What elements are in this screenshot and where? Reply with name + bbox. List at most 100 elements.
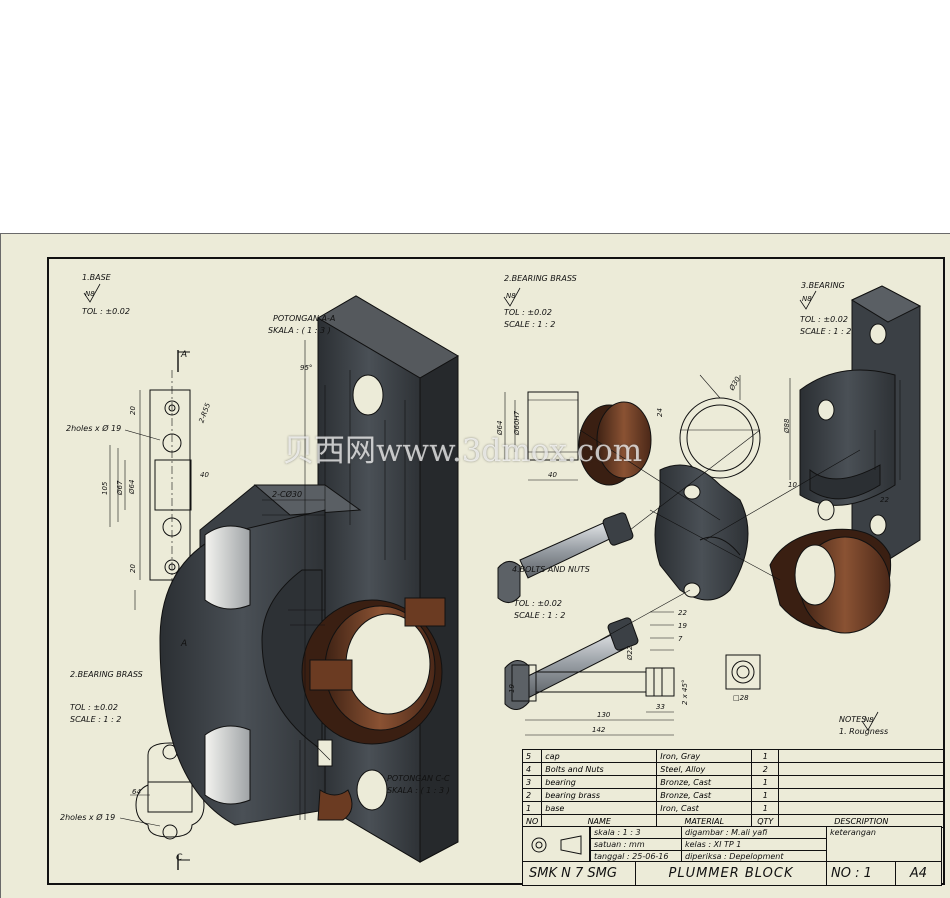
title-kelas: kelas : XI TP 1: [682, 839, 826, 851]
bom-name: bearing: [541, 775, 658, 789]
cut-a-top: A: [180, 350, 187, 360]
bearing-tol: TOL : ±0.02: [800, 315, 848, 324]
bom-desc: [778, 762, 945, 776]
dim-base-64b: 64: [132, 788, 141, 796]
section-aa-title: POTONGAN A-A: [273, 314, 335, 323]
drawing-text: 1.BASE N8 TOL : ±0.02 POTONGAN A-A SKALA…: [60, 273, 889, 863]
cut-c-label: C: [176, 853, 183, 863]
title-school: SMK N 7 SMG: [522, 861, 636, 886]
bolts-iso: [497, 512, 639, 710]
dim-bolt-130: 130: [597, 711, 611, 719]
cap-iso: [654, 464, 749, 601]
bom-material: Iron, Cast: [656, 801, 753, 815]
cut-a-bottom: A: [180, 639, 187, 649]
dim-bolt-19b: 19: [508, 684, 516, 693]
bolts-title: 4.BOLTS AND NUTS: [512, 565, 590, 574]
holes-bottom-label: 2holes x Ø 19: [60, 812, 115, 822]
bolts-tol: TOL : ±0.02: [514, 599, 562, 608]
bom-material: Iron, Gray: [656, 749, 753, 763]
bolts-scale: SCALE : 1 : 2: [514, 611, 565, 620]
bom-header-row: NO NAME MATERIAL QTY DESCRIPTION: [521, 814, 945, 828]
bearing-roughness: N8: [802, 295, 812, 303]
chamfer-label: 2-CØ30: [272, 489, 302, 499]
dim-bearing-22: 22: [880, 496, 889, 504]
bom-row: 3 bearing Bronze, Cast 1: [521, 775, 945, 789]
bom-material: Steel, Alloy: [656, 762, 753, 776]
dim-bolt-d22: Ø22: [626, 645, 634, 661]
bill-of-materials: 5 cap Iron, Gray 1 4 Bolts and Nuts Stee…: [521, 749, 945, 828]
dim-base-20a: 20: [129, 406, 137, 415]
dim-base-20b: 20: [129, 564, 137, 573]
notes-title: NOTES :: [839, 715, 872, 724]
bom-qty: 1: [751, 749, 780, 763]
dim-base-67: Ø67: [116, 480, 124, 496]
base-roughness: N8: [85, 290, 95, 298]
bearing-scale: SCALE : 1 : 2: [800, 327, 851, 336]
bom-no: 4: [521, 762, 543, 776]
assembly-iso: [159, 295, 459, 863]
section-cc-scale: SKALA : ( 1 : 3 ): [387, 786, 450, 795]
bom-material: Bronze, Cast: [656, 788, 753, 802]
bom-qty: 1: [751, 788, 780, 802]
dim-base-64: Ø64: [128, 480, 136, 495]
bom-qty: 1: [751, 801, 780, 815]
dim-bolt-22: 22: [678, 609, 687, 617]
bom-qty: 2: [751, 762, 780, 776]
notes-roughness: N8: [864, 716, 874, 724]
roughness-symbols: [83, 283, 879, 731]
title-digambar: digambar : M.ali yafi: [682, 827, 826, 839]
brass-roughness: N8: [506, 292, 516, 300]
bom-row: 5 cap Iron, Gray 1: [521, 749, 945, 763]
brass-views: [504, 374, 761, 486]
drawing-frame: [47, 257, 945, 885]
bom-desc: [778, 775, 945, 789]
bom-row: 2 bearing brass Bronze, Cast 1: [521, 788, 945, 802]
base-front-view: [109, 350, 192, 645]
brass-left-scale: SCALE : 1 : 2: [70, 715, 121, 724]
leader-lines: [579, 429, 861, 641]
bom-no: 3: [521, 775, 543, 789]
notes-item: 1. Rougness: [839, 727, 888, 736]
dim-bolt-7: 7: [678, 635, 683, 643]
section-aa-scale: SKALA : ( 1 : 3 ): [268, 326, 331, 335]
bearing-iso: [769, 285, 922, 634]
dim-bolt-19: 19: [678, 622, 687, 630]
bom-qty: 1: [751, 775, 780, 789]
brass-tol: TOL : ±0.02: [504, 308, 552, 317]
bom-desc: [778, 788, 945, 802]
title-info-right: digambar : M.ali yafi kelas : XI TP 1 di…: [681, 826, 827, 862]
bom-row: 1 base Iron, Cast 1: [521, 801, 945, 815]
title-diperiksa: diperiksa : Depelopment: [685, 852, 784, 861]
bolt-ortho-view: [511, 611, 761, 736]
title-info-left: skala : 1 : 3 satuan : mm tanggal : 25-0…: [590, 826, 682, 862]
bearing-title: 3.BEARING: [801, 281, 845, 290]
dim-bolt-33: 33: [656, 703, 665, 711]
title-number: NO : 1: [826, 861, 896, 886]
base-tol: TOL : ±0.02: [82, 307, 130, 316]
bom-desc: [778, 801, 945, 815]
watermark: 贝西网www.3dmox.com: [283, 433, 643, 469]
dim-base-r55: 2-R55: [198, 401, 213, 424]
brass-scale: SCALE : 1 : 2: [504, 320, 555, 329]
dim-bearing-10: 10: [788, 481, 797, 489]
bom-name: bearing brass: [541, 788, 658, 802]
brass-left-title: 2.BEARING BRASS: [70, 670, 143, 679]
dim-bolt-chamfer: 2 x 45°: [681, 680, 689, 705]
dim-bolt-142: 142: [592, 726, 606, 734]
bom-name: base: [541, 801, 658, 815]
bom-desc: [778, 749, 945, 763]
bom-no: 1: [521, 801, 543, 815]
title-size: A4: [895, 861, 942, 886]
title-drawing-name: PLUMMER BLOCK: [635, 861, 827, 886]
holes-top-label: 2holes x Ø 19: [66, 423, 121, 433]
section-cc-title: POTONGAN C-C: [387, 774, 450, 783]
title-keterangan: keterangan: [826, 826, 942, 862]
dim-bearing-88: Ø88: [783, 418, 791, 434]
title-skala: skala : 1 : 3: [591, 827, 681, 839]
bom-material: Bronze, Cast: [656, 775, 753, 789]
brass-left-tol: TOL : ±0.02: [70, 703, 118, 712]
dim-bolt-square: □28: [733, 694, 749, 702]
title-satuan: satuan : mm: [591, 839, 681, 851]
title-tanggal: tanggal : 25-06-16: [594, 852, 669, 861]
